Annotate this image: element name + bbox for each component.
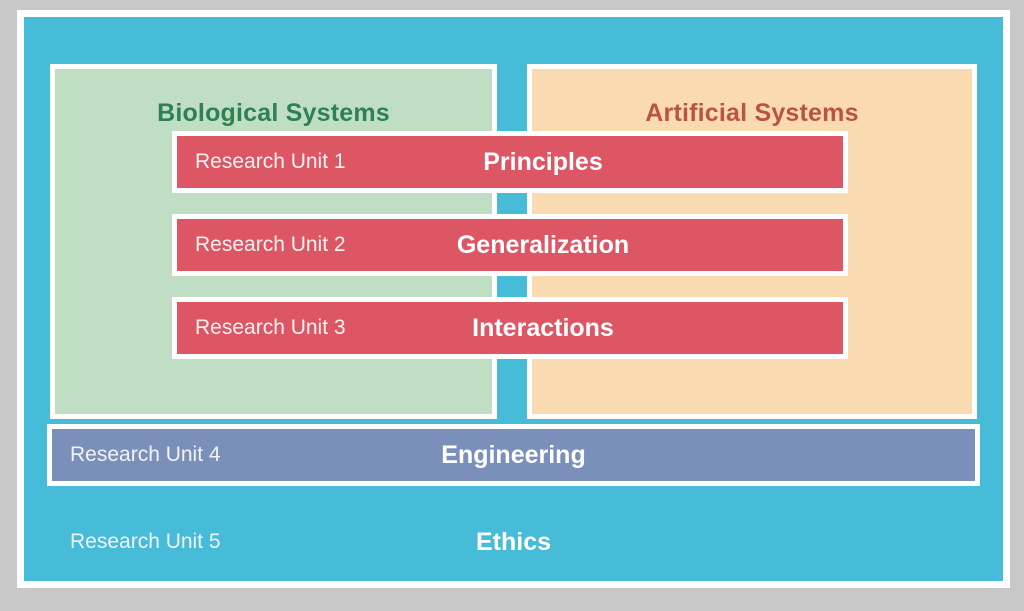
research-unit-1-label: Research Unit 1 (195, 150, 346, 173)
program-container: Biological Systems Artificial Systems Re… (24, 17, 1003, 581)
research-unit-3-label: Research Unit 3 (195, 316, 346, 339)
research-unit-2-bar: Research Unit 2 Generalization (172, 214, 848, 276)
research-unit-5-label: Research Unit 5 (70, 530, 221, 553)
panel-title-artificial-systems: Artificial Systems (645, 99, 859, 127)
research-unit-4-label: Research Unit 4 (70, 443, 221, 466)
research-unit-3-bar: Research Unit 3 Interactions (172, 297, 848, 359)
research-unit-5-bar: Research Unit 5 Ethics (47, 511, 980, 573)
panel-title-biological-systems: Biological Systems (157, 99, 390, 127)
research-unit-1-bar: Research Unit 1 Principles (172, 131, 848, 193)
research-unit-4-bar: Research Unit 4 Engineering (47, 424, 980, 486)
research-unit-2-label: Research Unit 2 (195, 233, 346, 256)
